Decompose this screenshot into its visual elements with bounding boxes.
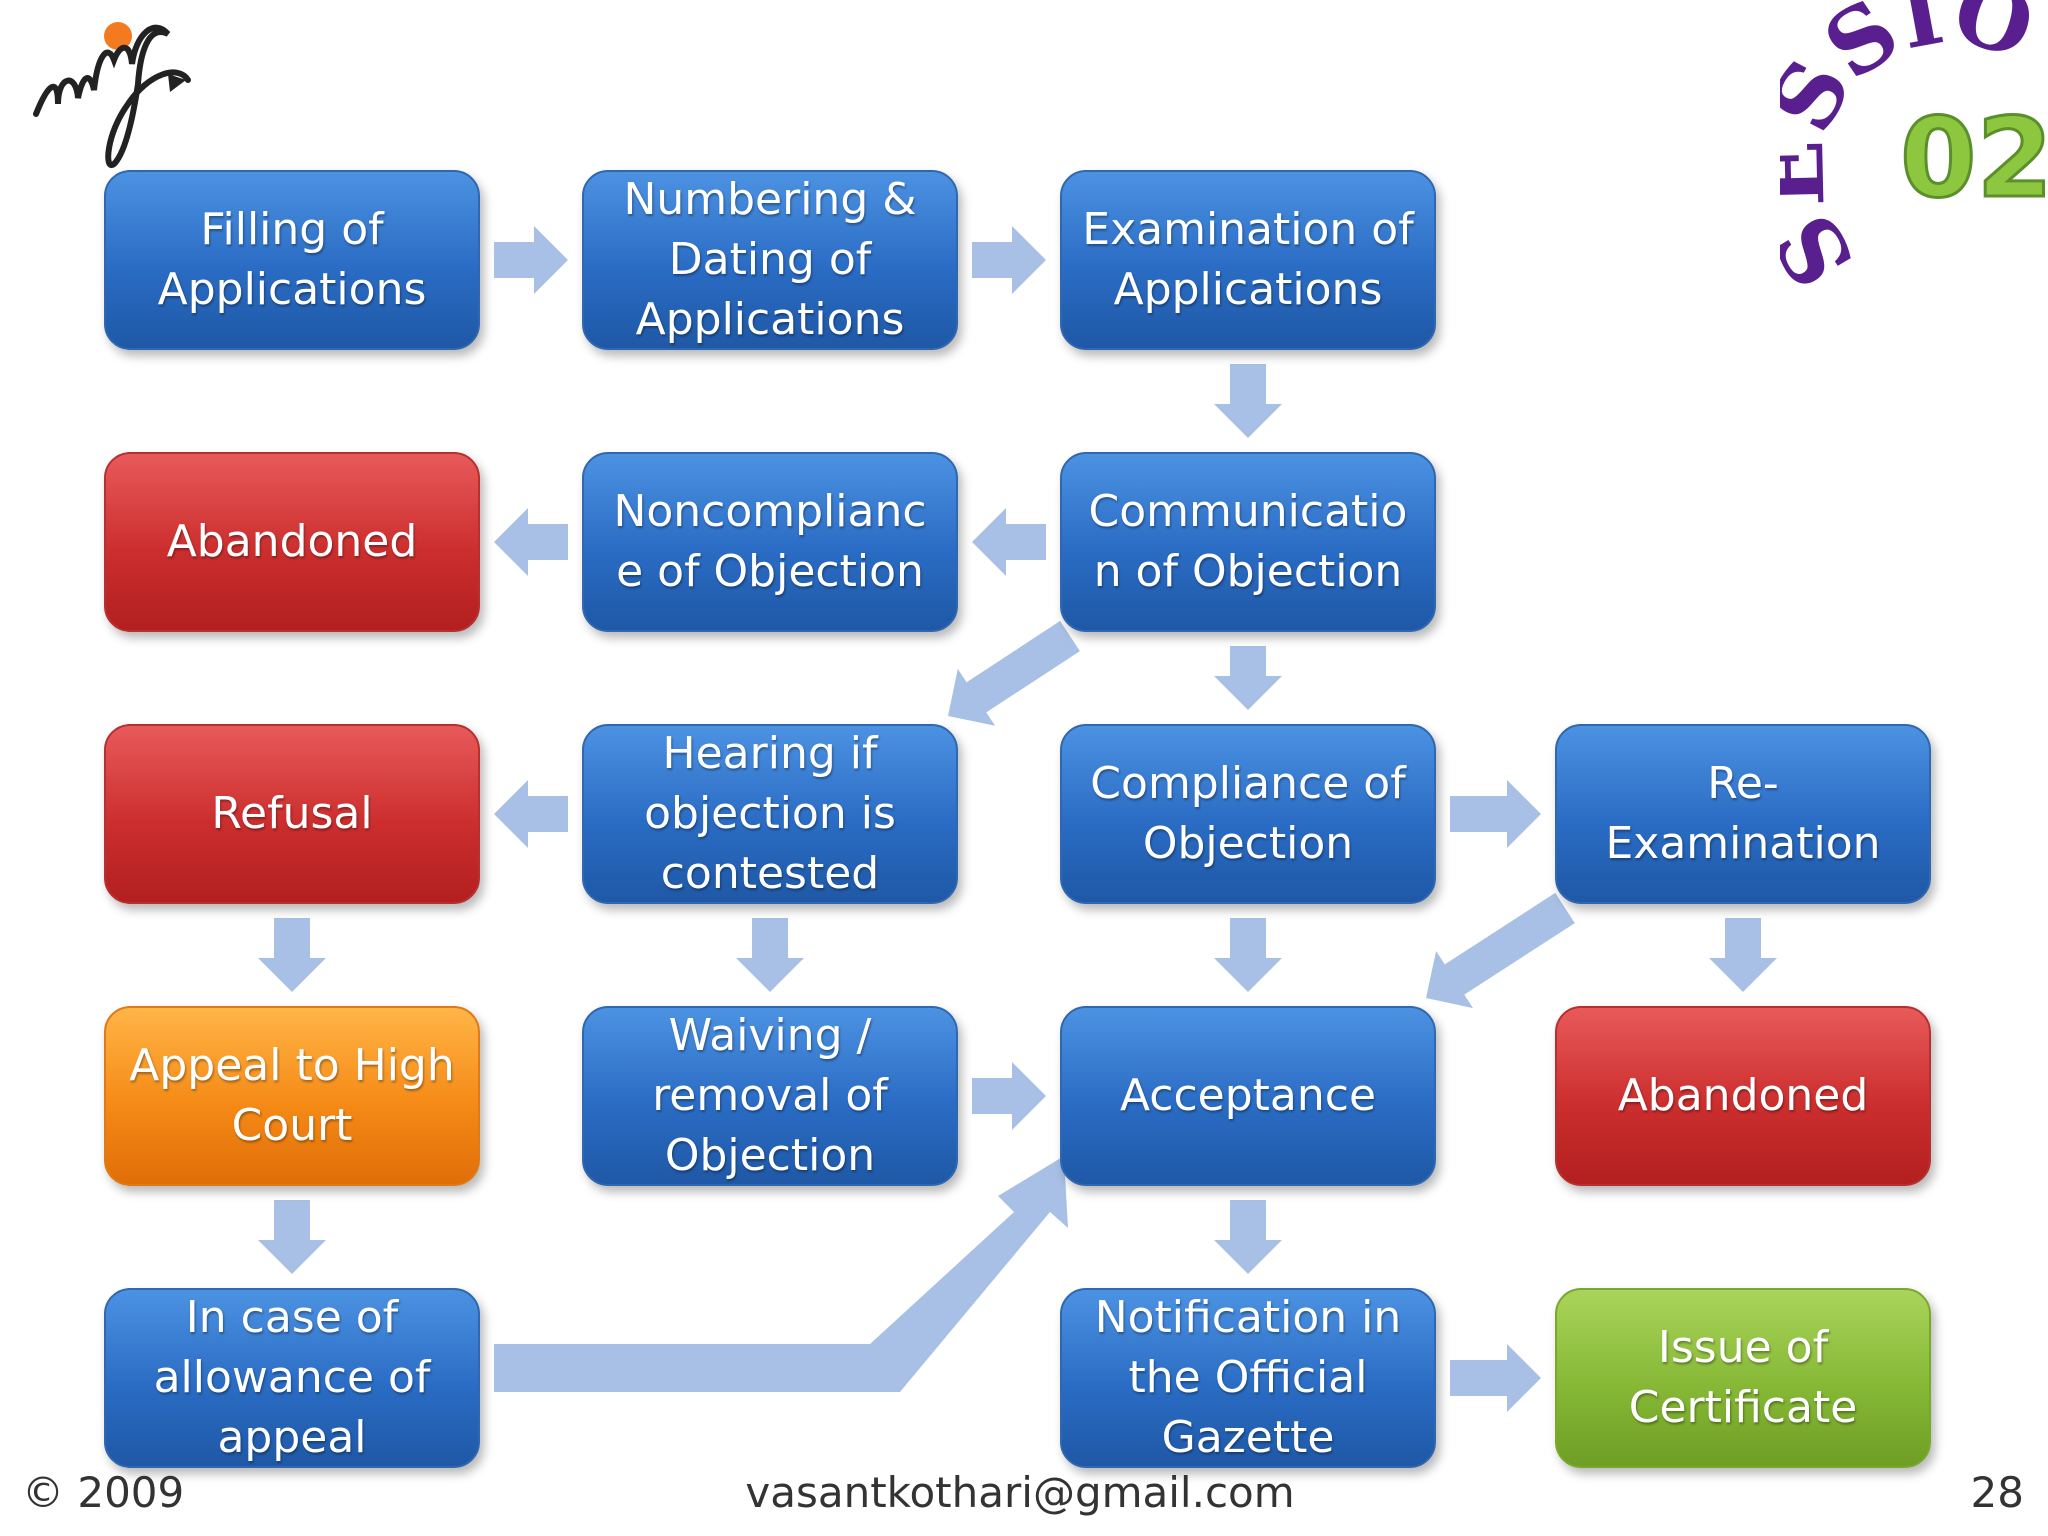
box-label-line: Filling of xyxy=(200,204,384,255)
box-allowance: In case of allowance of appeal xyxy=(104,1288,480,1468)
box-abandoned-1: Abandoned xyxy=(104,452,480,632)
arrow-notification-to-certificate xyxy=(1450,1344,1541,1412)
box-filling: Filling of Applications xyxy=(104,170,480,350)
box-examination: Examination of Applications xyxy=(1060,170,1436,350)
box-hearing: Hearing if objection is contested xyxy=(582,724,958,904)
box-label-line: allowance of xyxy=(153,1352,431,1403)
arrow-examination-to-communication xyxy=(1214,364,1282,438)
arrow-acceptance-to-notification xyxy=(1214,1200,1282,1274)
footer-email: vasantkothari@gmail.com xyxy=(745,1468,1295,1517)
box-label-line: Abandoned xyxy=(1617,1070,1869,1121)
box-label-line: e of Objection xyxy=(616,546,924,597)
arrow-communication-to-hearing xyxy=(948,620,1080,726)
arrow-reexamination-to-abandoned-2 xyxy=(1709,918,1777,992)
box-label-line: Re- xyxy=(1707,758,1779,809)
arrow-communication-to-noncompliance xyxy=(972,508,1046,576)
box-label-line: Refusal xyxy=(211,788,373,839)
box-abandoned-2: Abandoned xyxy=(1555,1006,1931,1186)
box-communication: Communicatio n of Objection xyxy=(1060,452,1436,632)
arrow-reexamination-to-acceptance xyxy=(1426,892,1575,1009)
box-label-line: In case of xyxy=(185,1292,399,1343)
session-badge: SESSION 02 xyxy=(1739,0,2048,324)
box-label-line: Applications xyxy=(1113,264,1383,315)
box-certificate: Issue of Certificate xyxy=(1555,1288,1931,1468)
box-label-line: Notification in xyxy=(1094,1292,1402,1343)
arrow-noncompliance-to-abandoned-1 xyxy=(494,508,568,576)
box-label-line: Noncomplianc xyxy=(613,486,927,537)
box-acceptance: Acceptance xyxy=(1060,1006,1436,1186)
box-label-line: n of Objection xyxy=(1093,546,1403,597)
page-number: 28 xyxy=(1970,1468,2024,1517)
arrow-numbering-to-examination xyxy=(972,226,1046,294)
box-noncompliance: Noncomplianc e of Objection xyxy=(582,452,958,632)
box-label-line: Communicatio xyxy=(1088,486,1408,537)
arrow-allowance-to-acceptance xyxy=(494,1156,1068,1392)
arrow-waiving-to-acceptance xyxy=(972,1062,1046,1130)
copyright: © 2009 xyxy=(22,1468,185,1517)
session-number: 02 xyxy=(1900,94,2048,222)
arrow-appeal-to-allowance xyxy=(258,1200,326,1274)
box-numbering: Numbering & Dating of Applications xyxy=(582,170,958,350)
box-label-line: Appeal to High xyxy=(129,1040,455,1091)
box-label-line: Dating of xyxy=(668,234,872,285)
arrow-compliance-to-reexamination xyxy=(1450,780,1541,848)
box-label-line: Examination of xyxy=(1082,204,1414,255)
arrow-compliance-to-acceptance xyxy=(1214,918,1282,992)
box-label-line: Applications xyxy=(635,294,905,345)
box-label-line: Applications xyxy=(157,264,427,315)
box-label-line: Acceptance xyxy=(1119,1070,1377,1121)
arrow-hearing-to-refusal xyxy=(494,780,568,848)
nift-logo xyxy=(28,14,198,178)
box-label-line: Numbering & xyxy=(623,174,917,225)
box-label-line: Abandoned xyxy=(166,516,418,567)
box-label-line: Objection xyxy=(1142,818,1354,869)
box-label-line: Certificate xyxy=(1628,1382,1858,1433)
box-compliance: Compliance of Objection xyxy=(1060,724,1436,904)
box-waiving: Waiving / removal of Objection xyxy=(582,1006,958,1186)
arrow-filling-to-numbering xyxy=(494,226,568,294)
box-label-line: removal of xyxy=(652,1070,888,1121)
box-label-line: Court xyxy=(231,1100,353,1151)
arrow-refusal-to-appeal xyxy=(258,918,326,992)
box-reexamination: Re- Examination xyxy=(1555,724,1931,904)
box-label-line: contested xyxy=(660,848,880,899)
box-label-line: appeal xyxy=(217,1412,367,1463)
box-label-line: Compliance of xyxy=(1090,758,1406,809)
box-label-line: objection is xyxy=(644,788,896,839)
box-label-line: Hearing if xyxy=(662,728,878,779)
box-label-line: Gazette xyxy=(1161,1412,1335,1463)
box-label-line: Objection xyxy=(664,1130,876,1181)
arrow-hearing-to-waiving xyxy=(736,918,804,992)
box-label-line: the Official xyxy=(1128,1352,1368,1403)
box-label-line: Issue of xyxy=(1657,1322,1829,1373)
box-label-line: Waiving / xyxy=(668,1010,872,1061)
box-label-line: Examination xyxy=(1605,818,1881,869)
box-refusal: Refusal xyxy=(104,724,480,904)
arrow-communication-to-compliance xyxy=(1214,646,1282,710)
